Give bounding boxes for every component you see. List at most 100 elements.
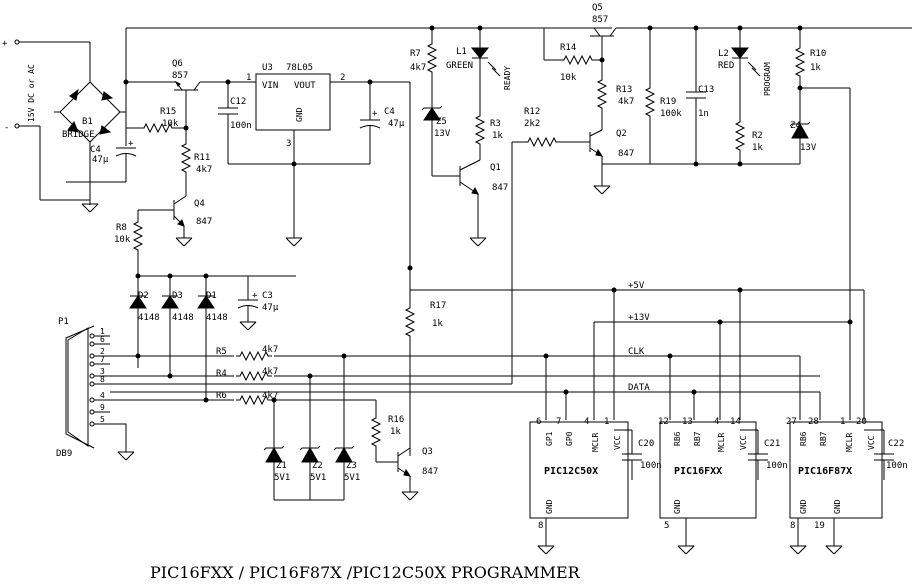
svg-text:VCC: VCC (867, 435, 876, 450)
plus-label: + (2, 39, 8, 49)
svg-text:100n: 100n (640, 461, 662, 471)
db9-pin-number: 7 (100, 355, 105, 364)
l2-color: RED (718, 61, 734, 71)
res-r3: R3 1k (475, 111, 503, 160)
minus-label: - (4, 123, 9, 133)
svg-text:MCLR: MCLR (591, 433, 600, 452)
r10-val: 1k (810, 63, 821, 73)
u3-vout: VOUT (294, 81, 316, 91)
r17-ref: R17 (430, 301, 446, 311)
svg-text:GND: GND (833, 499, 842, 514)
svg-text:GP0: GP0 (565, 431, 574, 446)
svg-text:C21: C21 (764, 439, 780, 449)
res-r4: R4 4k7 (216, 367, 313, 448)
r7-val: 4k7 (410, 63, 426, 73)
r14-ref: R14 (560, 43, 576, 53)
res-r19: R19 100k (645, 25, 682, 164)
r19-val: 100k (660, 109, 682, 119)
z4-val: 13V (800, 143, 817, 153)
res-r7: R7 4k7 (410, 25, 437, 108)
db9-pin-8 (89, 381, 95, 387)
r15-ref: R15 (160, 107, 176, 117)
svg-text:Z2: Z2 (312, 461, 323, 471)
rail-13v: +13V (593, 313, 853, 420)
svg-text:12: 12 (658, 417, 669, 427)
r16-ref: R16 (388, 415, 404, 425)
svg-text:PIC16FXX: PIC16FXX (674, 466, 722, 477)
db9-pin-3 (89, 373, 95, 379)
q5-part: 857 (592, 15, 608, 25)
svg-text:1: 1 (246, 73, 251, 83)
svg-text:5: 5 (664, 521, 669, 531)
svg-text:4: 4 (584, 417, 589, 427)
svg-text:GND: GND (799, 499, 808, 514)
r8-val: 10k (114, 235, 131, 245)
rail5-label: +5V (628, 281, 645, 291)
q3-part: 847 (422, 467, 438, 477)
db9-pin-number: 5 (100, 415, 105, 424)
res-r8: R8 10k (114, 210, 143, 276)
db9-pin-number: 2 (100, 347, 105, 356)
svg-text:RB6: RB6 (799, 431, 808, 446)
svg-text:13: 13 (682, 417, 693, 427)
r3-val: 1k (492, 131, 503, 141)
r5-ref: R5 (216, 347, 227, 357)
svg-text:5V1: 5V1 (310, 473, 326, 483)
q5-ref: Q5 (592, 3, 603, 13)
r8-ref: R8 (116, 223, 127, 233)
q4-ref: Q4 (194, 199, 205, 209)
res-r14: R14 10k (544, 43, 605, 83)
l2-ref: L2 (718, 49, 729, 59)
zener-z5: Z5 13V (421, 105, 460, 177)
db9-pin-9 (89, 409, 95, 415)
diagram-title: PIC16FXX / PIC16F87X /PIC12C50X PROGRAMM… (150, 563, 581, 582)
c4b-ref: C4 (384, 107, 395, 117)
c13-val: 1n (698, 109, 709, 119)
transistor-q4: Q4 847 (138, 195, 212, 247)
res-r13: R13 4k7 (597, 60, 634, 130)
db9-pin-2 (89, 353, 95, 359)
svg-text:1: 1 (604, 417, 609, 427)
svg-text:GP1: GP1 (545, 431, 554, 446)
svg-text:19: 19 (814, 521, 825, 531)
r5-val: 4k7 (262, 345, 278, 355)
l2-label: PROGRAM (763, 62, 772, 96)
zener-z2: Z2 5V1 (299, 445, 326, 500)
db9-pin-number: 6 (100, 335, 105, 344)
zeners-5v1: Z1 5V1 Z2 5V1 Z3 5V1 (263, 445, 360, 501)
transistor-q1: Q1 847 (459, 159, 508, 247)
z5-ref: Z5 (436, 117, 447, 127)
res-r2: R2 1k (735, 117, 763, 167)
r2-ref: R2 (752, 131, 763, 141)
d2-val: 4148 (138, 313, 160, 323)
d3-ref: D3 (172, 291, 183, 301)
svg-text:20: 20 (856, 417, 867, 427)
db9-pin-number: 3 (100, 367, 105, 376)
db9-type: DB9 (56, 449, 72, 459)
c12-val: 100n (230, 121, 252, 131)
cap-c12: C12 100n (218, 79, 252, 164)
svg-text:+: + (252, 291, 258, 301)
bridge-b1: B1 BRIDGE (54, 42, 127, 213)
zener-z4: Z4 13V (789, 121, 817, 164)
d3-val: 4148 (172, 313, 194, 323)
u3-ref: U3 (262, 63, 273, 73)
r7-ref: R7 (410, 49, 421, 59)
res-r6: R6 4k7 (216, 391, 278, 448)
svg-text:MCLR: MCLR (717, 433, 726, 452)
p1-ref: P1 (58, 317, 69, 327)
r10-ref: R10 (810, 49, 826, 59)
net-rows: CLK DATA (110, 347, 821, 420)
chip-pic16fxx: PIC16FXX RB6 RB7 MCLR VCC 12 13 4 14 GND… (658, 417, 757, 555)
q1-part: 847 (492, 183, 508, 193)
l1-color: GREEN (446, 61, 473, 71)
res-r10: R10 1k (795, 25, 851, 420)
svg-text:8: 8 (538, 521, 543, 531)
d2-ref: D2 (138, 291, 149, 301)
cap-c4-output: + C4 47µ (359, 79, 405, 164)
c4a-val: 47µ (92, 155, 109, 165)
r11-ref: R11 (194, 153, 210, 163)
q2-part: 847 (618, 149, 634, 159)
db9-pin-number: 4 (100, 391, 105, 400)
